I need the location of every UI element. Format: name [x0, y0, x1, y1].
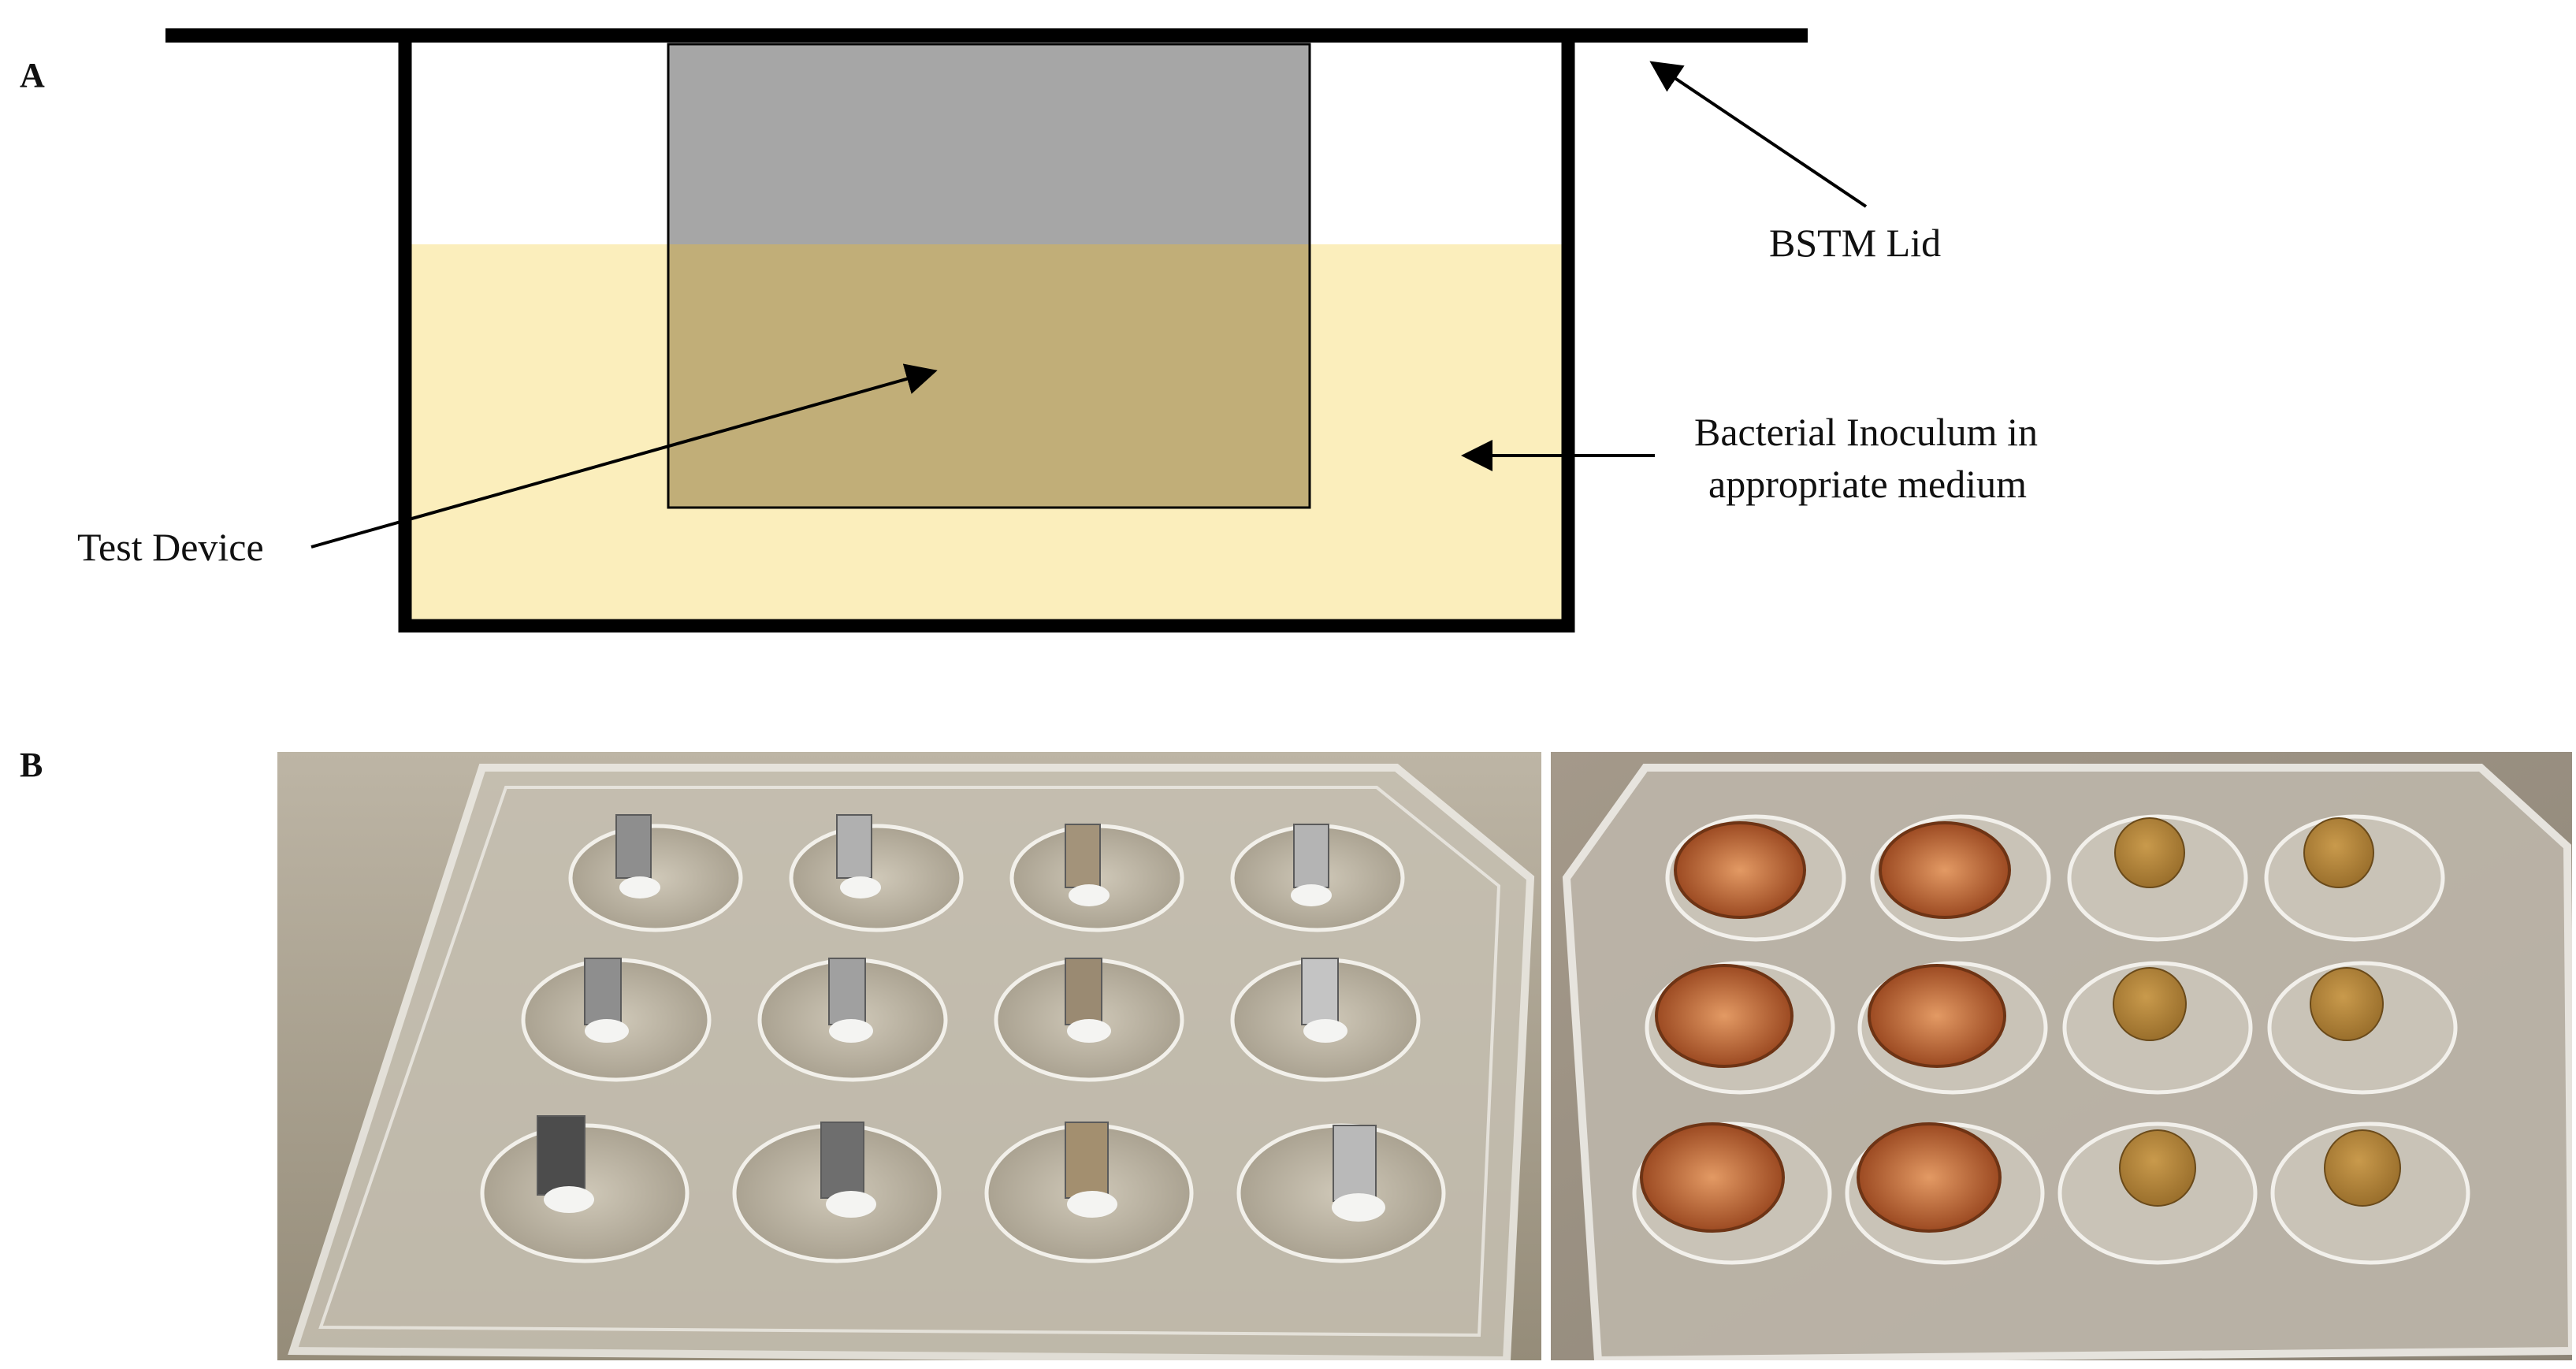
panel-a-label: A [20, 56, 45, 95]
photo-plate-metal-strips [277, 752, 1541, 1360]
lid-arrow [1649, 61, 1868, 208]
panel-b-label: B [20, 746, 43, 784]
test-device-label: Test Device [77, 525, 264, 569]
schematic-diagram [165, 28, 1868, 633]
test-device-outline [667, 43, 1311, 509]
inoculum-label-line2: appropriate medium [1708, 462, 2028, 506]
device-submerged [668, 244, 1310, 508]
plate-photo-left [277, 752, 1541, 1360]
device-above-medium [668, 44, 1310, 244]
container-walls [398, 38, 1575, 633]
bstm-lid-bar [165, 28, 1808, 43]
device-arrow [310, 363, 938, 549]
photo-plate-copper-sponges [1551, 752, 2572, 1360]
plate-photo-right [1551, 752, 2572, 1360]
inoculum-label-line1: Bacterial Inoculum in [1694, 410, 2038, 454]
lid-label: BSTM Lid [1769, 221, 1942, 265]
